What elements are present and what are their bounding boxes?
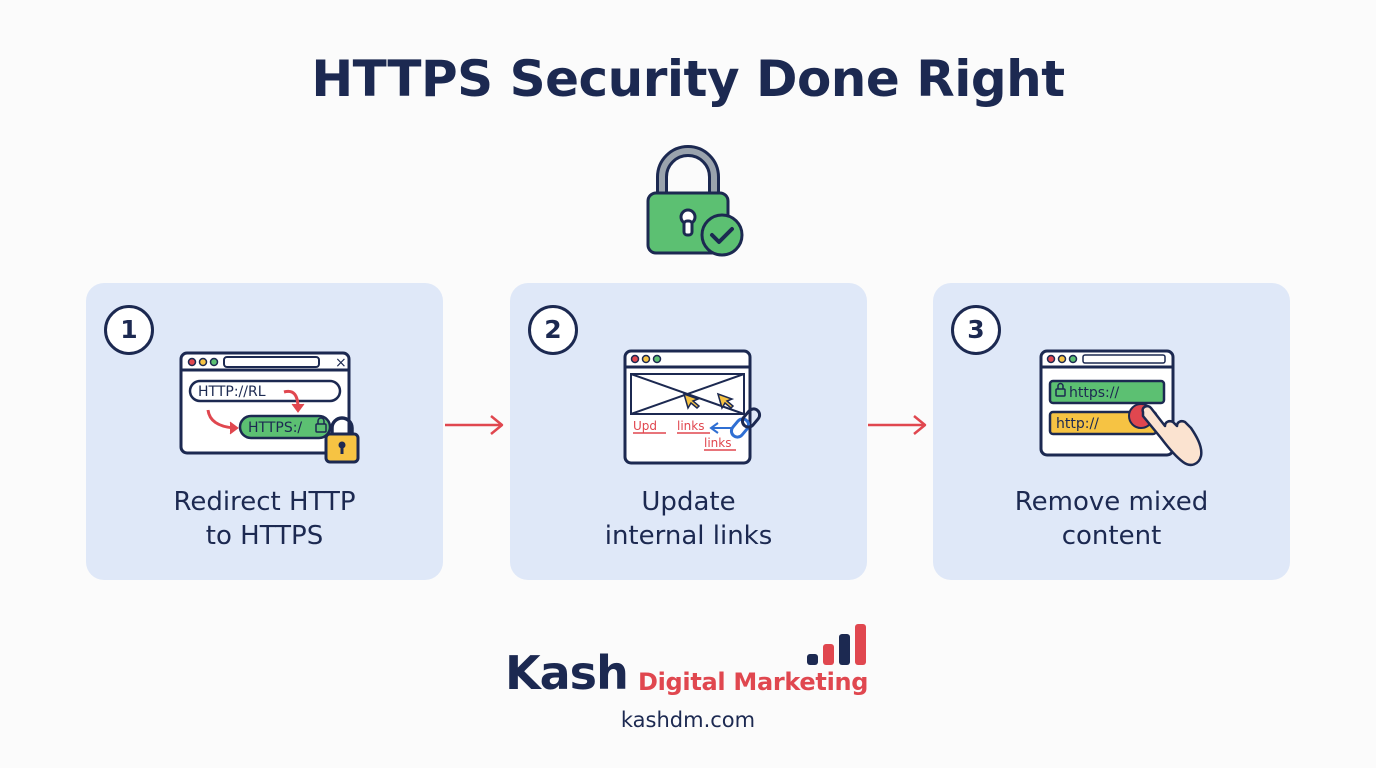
padlock-check-icon bbox=[646, 145, 744, 257]
step-card-mixed-content: 3 https:// http:// Remove mixed content bbox=[933, 283, 1290, 580]
step-label: Redirect HTTP to HTTPS bbox=[86, 485, 443, 553]
brand-name: Kash bbox=[505, 646, 629, 700]
brand-logo: Kash Digital Marketing bbox=[505, 620, 875, 700]
step-label: Remove mixed content bbox=[933, 485, 1290, 553]
pointing-hand-icon bbox=[1141, 404, 1203, 467]
step-label-line1: Redirect HTTP bbox=[173, 487, 356, 517]
browser-mixed-content-illustration: https:// http:// bbox=[1039, 349, 1203, 467]
step-number: 1 bbox=[104, 305, 154, 355]
browser-redirect-illustration: × HTTP://RL HTTPS:/ bbox=[179, 351, 360, 464]
step-label: Update internal links bbox=[510, 485, 867, 553]
step-card-update-links: 2 Upd links links Update internal links bbox=[510, 283, 867, 580]
link-text: Upd bbox=[633, 419, 657, 433]
step-label-line1: Remove mixed bbox=[1014, 487, 1209, 517]
bar-chart-logo-icon bbox=[807, 624, 866, 665]
link-chain-icon bbox=[729, 407, 762, 439]
old-url-text: HTTP://RL bbox=[198, 384, 266, 400]
step-number: 3 bbox=[951, 305, 1001, 355]
link-text: links bbox=[677, 419, 704, 433]
brand-tagline: Digital Marketing bbox=[638, 668, 869, 696]
step-card-redirect: 1 × HTTP://RL HTTPS:/ Redirect HTTP to H… bbox=[86, 283, 443, 580]
step-label-line2: content bbox=[1061, 521, 1162, 551]
close-icon: × bbox=[335, 355, 347, 371]
link-text: links bbox=[704, 436, 731, 450]
browser-links-illustration: Upd links links bbox=[623, 349, 762, 465]
website-url: kashdm.com bbox=[620, 708, 756, 732]
secure-url-text: https:// bbox=[1069, 385, 1119, 401]
new-url-text: HTTPS:/ bbox=[248, 420, 302, 436]
arrow-right-icon bbox=[868, 415, 927, 435]
insecure-url-text: http:// bbox=[1056, 416, 1099, 432]
arrow-right-icon bbox=[445, 415, 504, 435]
page-title: HTTPS Security Done Right bbox=[311, 50, 1065, 108]
step-label-line2: to HTTPS bbox=[205, 521, 324, 551]
step-label-line1: Update bbox=[641, 487, 736, 517]
step-label-line2: internal links bbox=[604, 521, 773, 551]
step-number: 2 bbox=[528, 305, 578, 355]
